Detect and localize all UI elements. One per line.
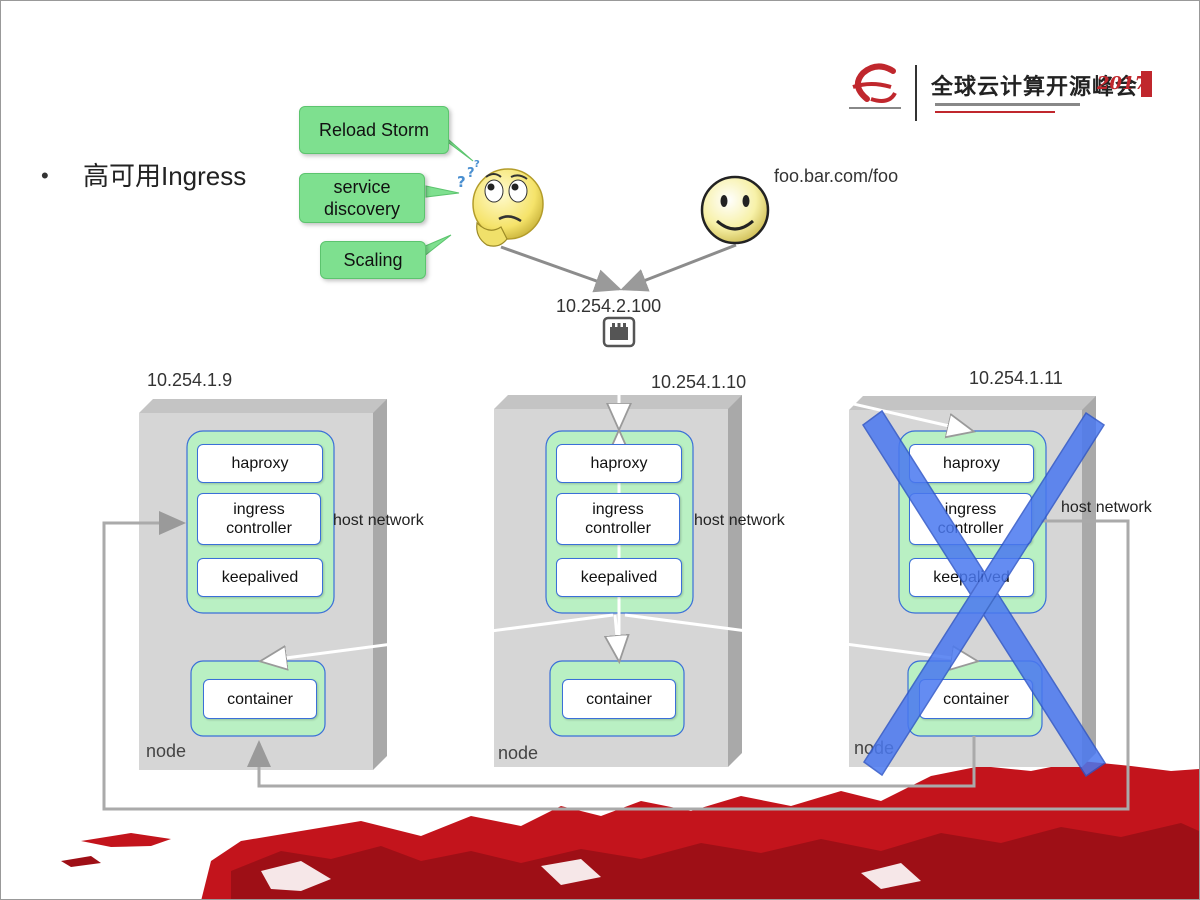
node-1-container: container	[203, 679, 317, 719]
scaling-label: Scaling	[343, 250, 403, 270]
virtual-ip-label: 10.254.2.100	[556, 296, 662, 316]
svg-text:?: ?	[467, 166, 475, 181]
node-2-ip: 10.254.1.10	[651, 372, 747, 392]
node-2-container: container	[562, 679, 676, 719]
node-1-keepalived: keepalived	[197, 558, 323, 597]
reload-storm-label: Reload Storm	[318, 120, 430, 140]
request-url: foo.bar.com/foo	[774, 166, 899, 186]
node-2-ingress-controller: ingress controller	[556, 493, 680, 545]
node-2-ingress-controller-label: ingress controller	[585, 501, 651, 537]
node-2-haproxy: haproxy	[556, 444, 682, 483]
node-1-ingress-controller-label: ingress controller	[226, 501, 292, 537]
node-1-keepalived-label: keepalived	[221, 569, 299, 586]
node-3-keepalived-label: keepalived	[933, 569, 1010, 586]
node-2-label: node	[498, 743, 539, 763]
node-3-container: container	[919, 679, 1033, 719]
bullet-marker: •	[41, 163, 49, 188]
service-discovery-pointer	[425, 185, 460, 198]
node-1-label: node	[146, 741, 187, 761]
conference-logo-emblem	[849, 63, 1152, 121]
node-3-haproxy: haproxy	[909, 444, 1034, 483]
node-2-keepalived-label: keepalived	[580, 569, 658, 586]
node-2-keepalived: keepalived	[556, 558, 682, 597]
node-1-host-network-label: host network	[333, 512, 424, 529]
confused-face-icon: ? ? ?	[457, 159, 544, 247]
conference-logo-year: 2017	[1097, 73, 1148, 94]
node-3-label: node	[854, 738, 895, 758]
conference-logo-name: 全球云计算开源峰会	[931, 74, 1139, 100]
node-3-keepalived: keepalived	[909, 558, 1034, 597]
scaling-pointer	[422, 234, 452, 259]
node-1-ingress-controller: ingress controller	[197, 493, 321, 545]
node-2-container-label: container	[586, 690, 652, 708]
smiley-face-icon	[700, 175, 770, 245]
node-3-host-network-label: host network	[1061, 499, 1152, 516]
confused-face-to-vip-arrow	[500, 245, 622, 293]
node-1-haproxy: haproxy	[197, 444, 323, 483]
node-3-ingress-controller-label: ingress controller	[937, 501, 1004, 537]
node-2-host-network-label: host network	[694, 512, 785, 529]
node-1-haproxy-label: haproxy	[231, 455, 289, 472]
svg-text:?: ?	[457, 173, 466, 191]
slide-title: 高可用Ingress	[83, 161, 247, 191]
node-3-ingress-controller: ingress controller	[909, 493, 1032, 545]
node-3-haproxy-label: haproxy	[943, 455, 1000, 472]
service-discovery-bubble: service discovery	[299, 173, 425, 223]
node-2-haproxy-label: haproxy	[590, 455, 648, 472]
node-1-container-label: container	[227, 690, 293, 708]
reload-storm-bubble: Reload Storm	[299, 106, 449, 154]
service-discovery-label: service discovery	[323, 177, 401, 219]
smiley-face-to-vip-arrow	[620, 243, 737, 292]
brush-decoration	[61, 761, 1199, 899]
network-switch-icon	[602, 316, 636, 348]
node-1-ip: 10.254.1.9	[147, 370, 233, 390]
node-3-container-label: container	[943, 690, 1009, 708]
node-3-ip: 10.254.1.11	[969, 368, 1063, 388]
scaling-bubble: Scaling	[320, 241, 426, 279]
svg-text:?: ?	[474, 159, 480, 170]
